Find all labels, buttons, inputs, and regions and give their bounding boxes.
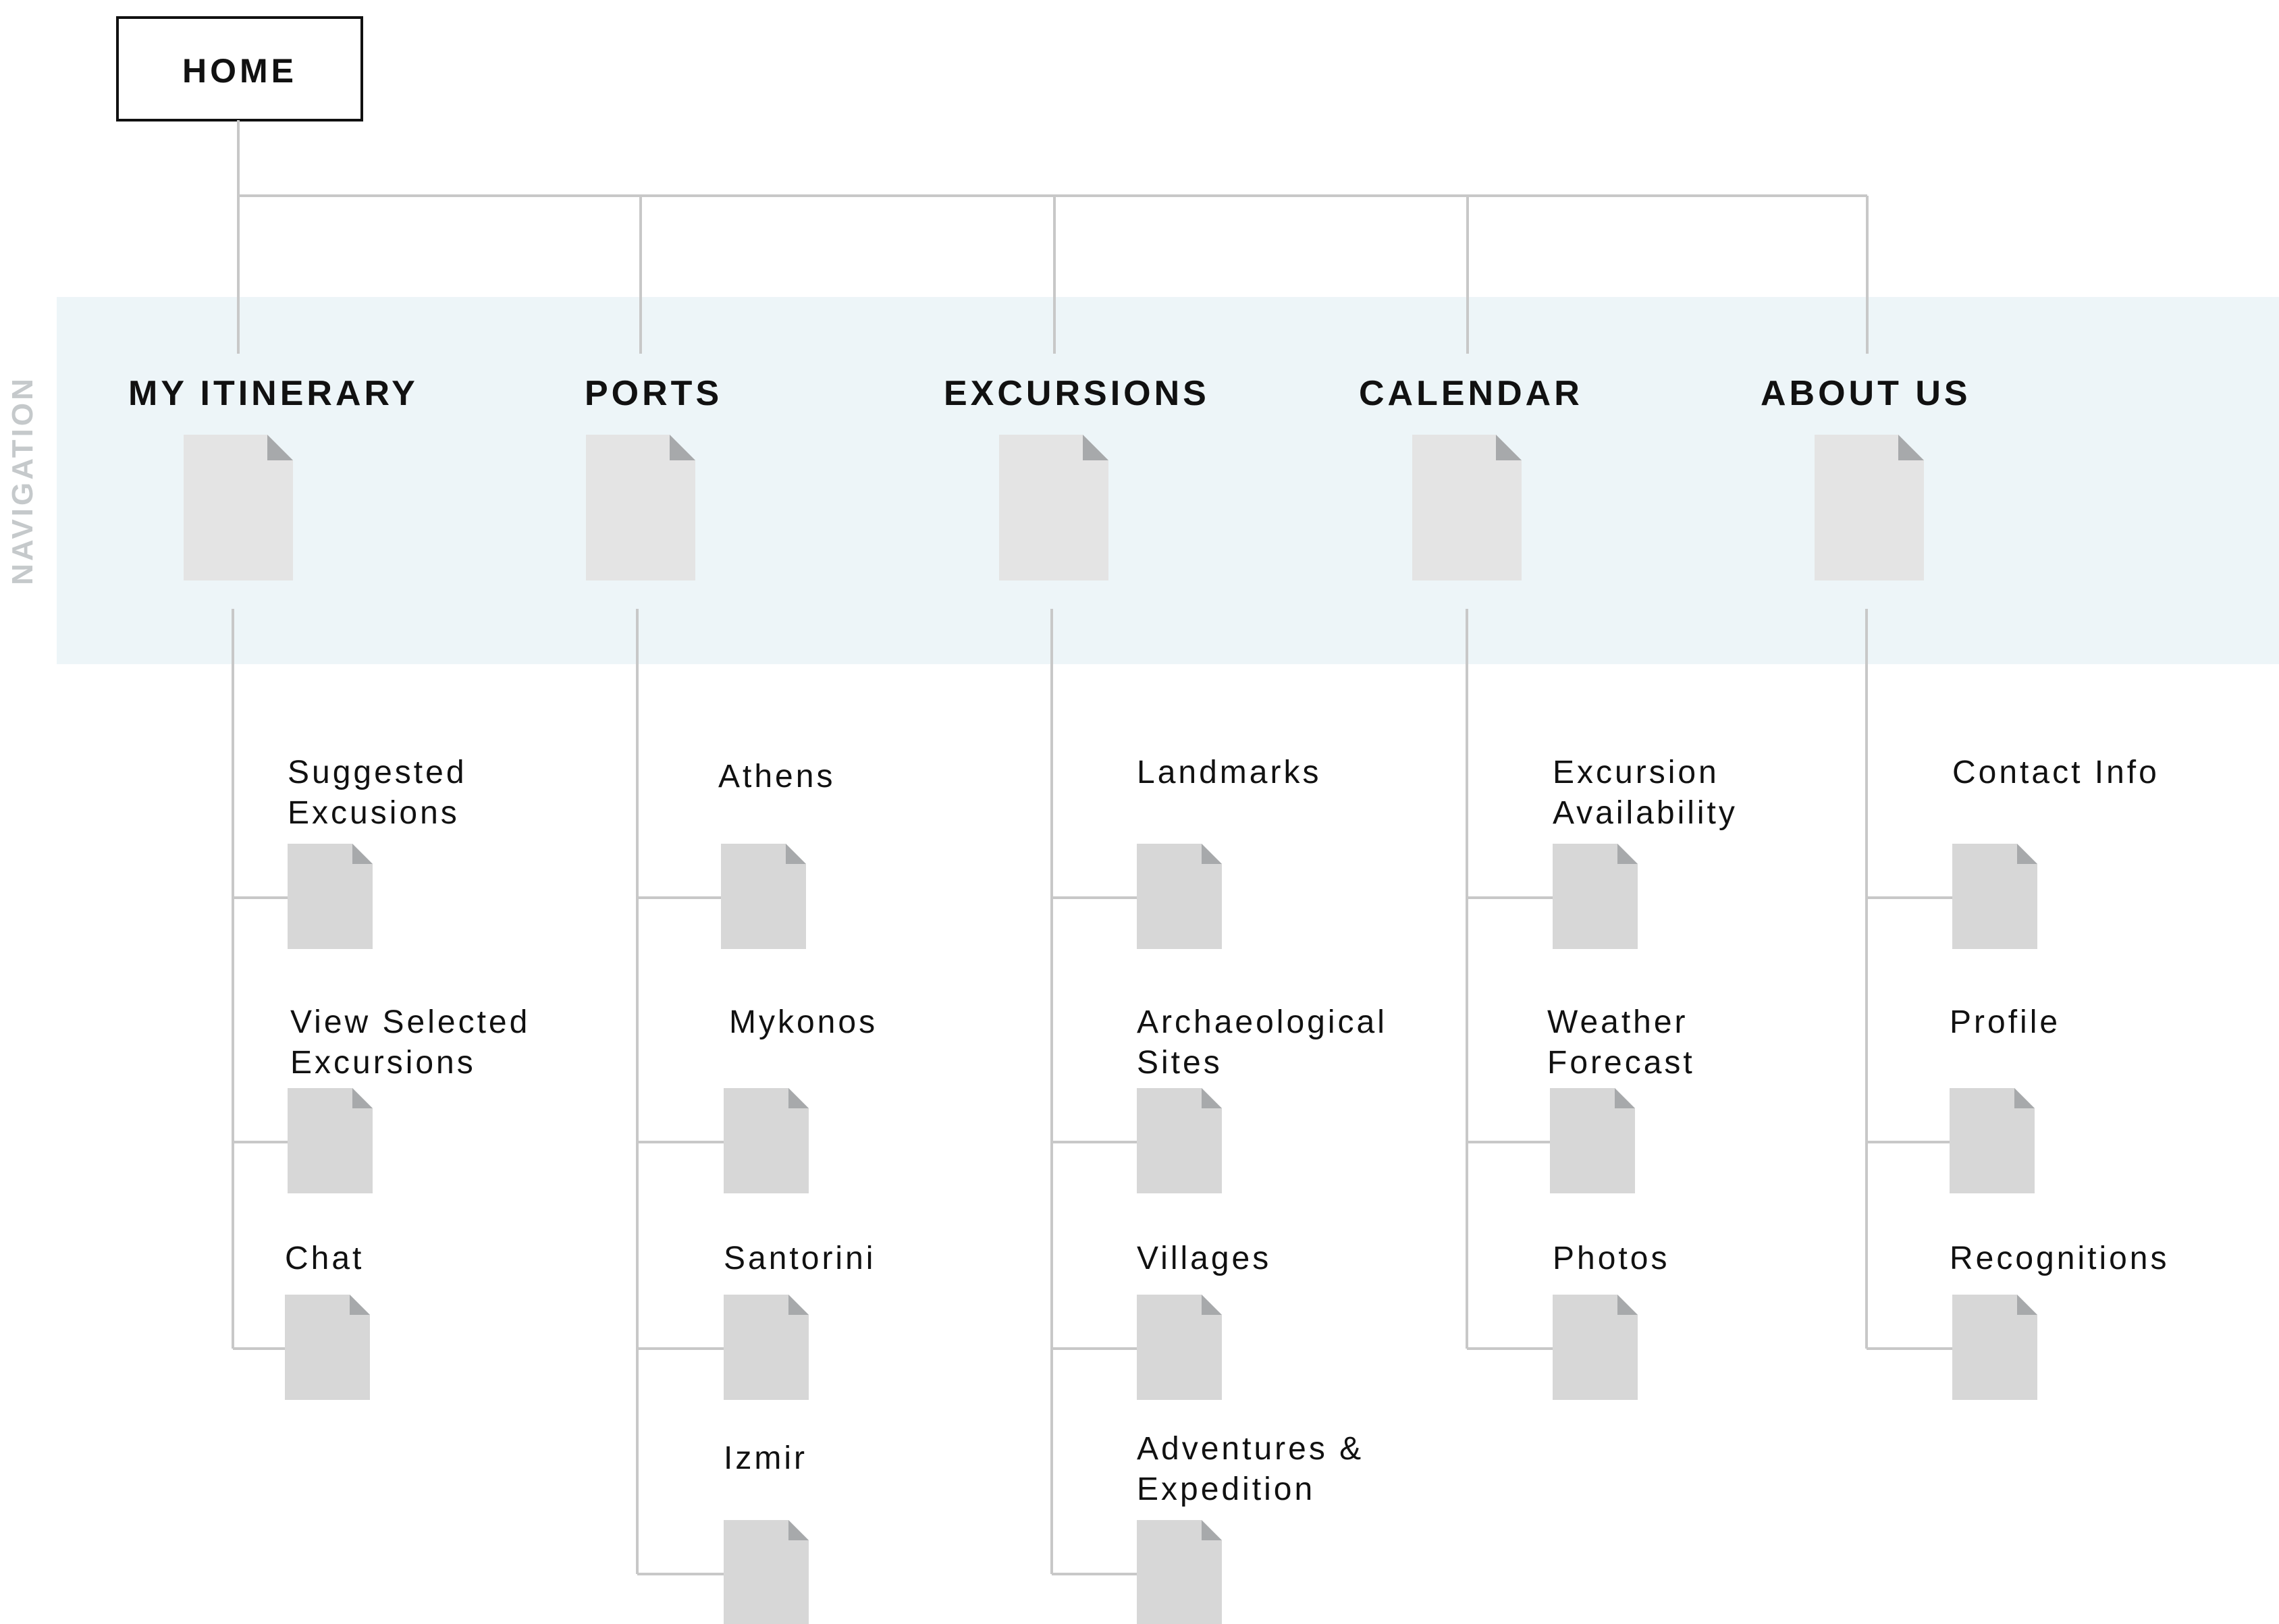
child-label-line: Landmarks [1137,755,1321,790]
child-label-line: Weather [1547,1004,1688,1040]
page-body [285,1295,370,1400]
child-label-line: View Selected [290,1004,530,1040]
child-page-icon [288,844,373,949]
section-page-icon-excursions [999,435,1108,580]
page-body [1137,844,1222,949]
child-label-line: Recognitions [1950,1241,2170,1276]
child-label-line: Sites [1137,1045,1223,1081]
section-page-icon-calendar [1412,435,1522,580]
child-label-line: Availability [1553,795,1738,831]
page-fold [350,1295,370,1315]
child-label-line: Excursion [1553,755,1719,790]
child-page-icon [288,1088,373,1193]
page-fold [2017,844,2037,864]
child-page-icon [1553,844,1638,949]
page-fold [1617,844,1638,864]
page-body [1952,844,2037,949]
child-label-line: Photos [1553,1241,1669,1276]
page-body [724,1295,809,1400]
page-body [288,1088,373,1193]
page-fold [352,844,373,864]
child-page-icon [1553,1295,1638,1400]
page-fold [2014,1088,2035,1108]
page-body [1553,1295,1638,1400]
child-page-icon [1952,1295,2037,1400]
child-label-line: Santorini [724,1241,876,1276]
page-fold [1617,1295,1638,1315]
page-fold [1083,435,1108,460]
child-label-line: Suggested [288,755,467,790]
section-title-my-itinerary: MY ITINERARY [128,374,419,413]
page-body [1815,435,1924,580]
child-label-line: Chat [285,1241,364,1276]
child-page-icon [724,1088,809,1193]
child-page-icon [1950,1088,2035,1193]
section-title-excursions: EXCURSIONS [944,374,1210,413]
child-page-icon [285,1295,370,1400]
page-body [1137,1295,1222,1400]
section-page-icon-about-us [1815,435,1924,580]
page-fold [1202,1295,1222,1315]
page-fold [788,1520,809,1540]
page-fold [788,1295,809,1315]
child-label-line: Forecast [1547,1045,1695,1081]
home-node-label: HOME [182,52,297,90]
child-page-icon [1137,1295,1222,1400]
page-fold [1202,1088,1222,1108]
page-body [999,435,1108,580]
page-body [1950,1088,2035,1193]
child-label-line: Excursions [290,1045,476,1081]
page-fold [1202,1520,1222,1540]
page-body [586,435,695,580]
child-page-icon [721,844,806,949]
section-title-calendar: CALENDAR [1359,374,1583,413]
child-label-line: Athens [718,759,835,794]
page-body [1550,1088,1635,1193]
home-node-box [116,16,363,121]
section-page-icon-ports [586,435,695,580]
child-label-line: Izmir [724,1440,807,1476]
child-label-line: Profile [1950,1004,2060,1040]
page-body [1137,1088,1222,1193]
child-page-icon [1952,844,2037,949]
page-body [288,844,373,949]
page-fold [1496,435,1522,460]
page-fold [352,1088,373,1108]
child-label-line: Adventures & [1137,1431,1364,1467]
page-body [1137,1520,1222,1624]
child-page-icon [1137,844,1222,949]
navigation-band-label: NAVIGATION [6,376,39,585]
section-page-icon-my-itinerary [184,435,293,580]
page-body [1553,844,1638,949]
child-label-line: Expedition [1137,1471,1315,1507]
page-body [1412,435,1522,580]
child-label-line: Mykonos [729,1004,878,1040]
navigation-band [57,297,2279,664]
page-body [1952,1295,2037,1400]
page-fold [1615,1088,1635,1108]
page-body [724,1520,809,1624]
child-page-icon [1137,1088,1222,1193]
page-body [721,844,806,949]
page-fold [1202,844,1222,864]
child-page-icon [724,1295,809,1400]
page-fold [2017,1295,2037,1315]
child-page-icon [724,1520,809,1624]
child-label-line: Archaeological [1137,1004,1387,1040]
child-label-line: Excusions [288,795,460,831]
page-fold [267,435,293,460]
page-fold [1898,435,1924,460]
section-title-ports: PORTS [585,374,722,413]
section-title-about-us: ABOUT US [1761,374,1971,413]
child-label-line: Villages [1137,1241,1271,1276]
page-fold [670,435,695,460]
child-page-icon [1550,1088,1635,1193]
page-fold [786,844,806,864]
child-page-icon [1137,1520,1222,1624]
page-fold [788,1088,809,1108]
child-label-line: Contact Info [1952,755,2160,790]
page-body [184,435,293,580]
page-body [724,1088,809,1193]
